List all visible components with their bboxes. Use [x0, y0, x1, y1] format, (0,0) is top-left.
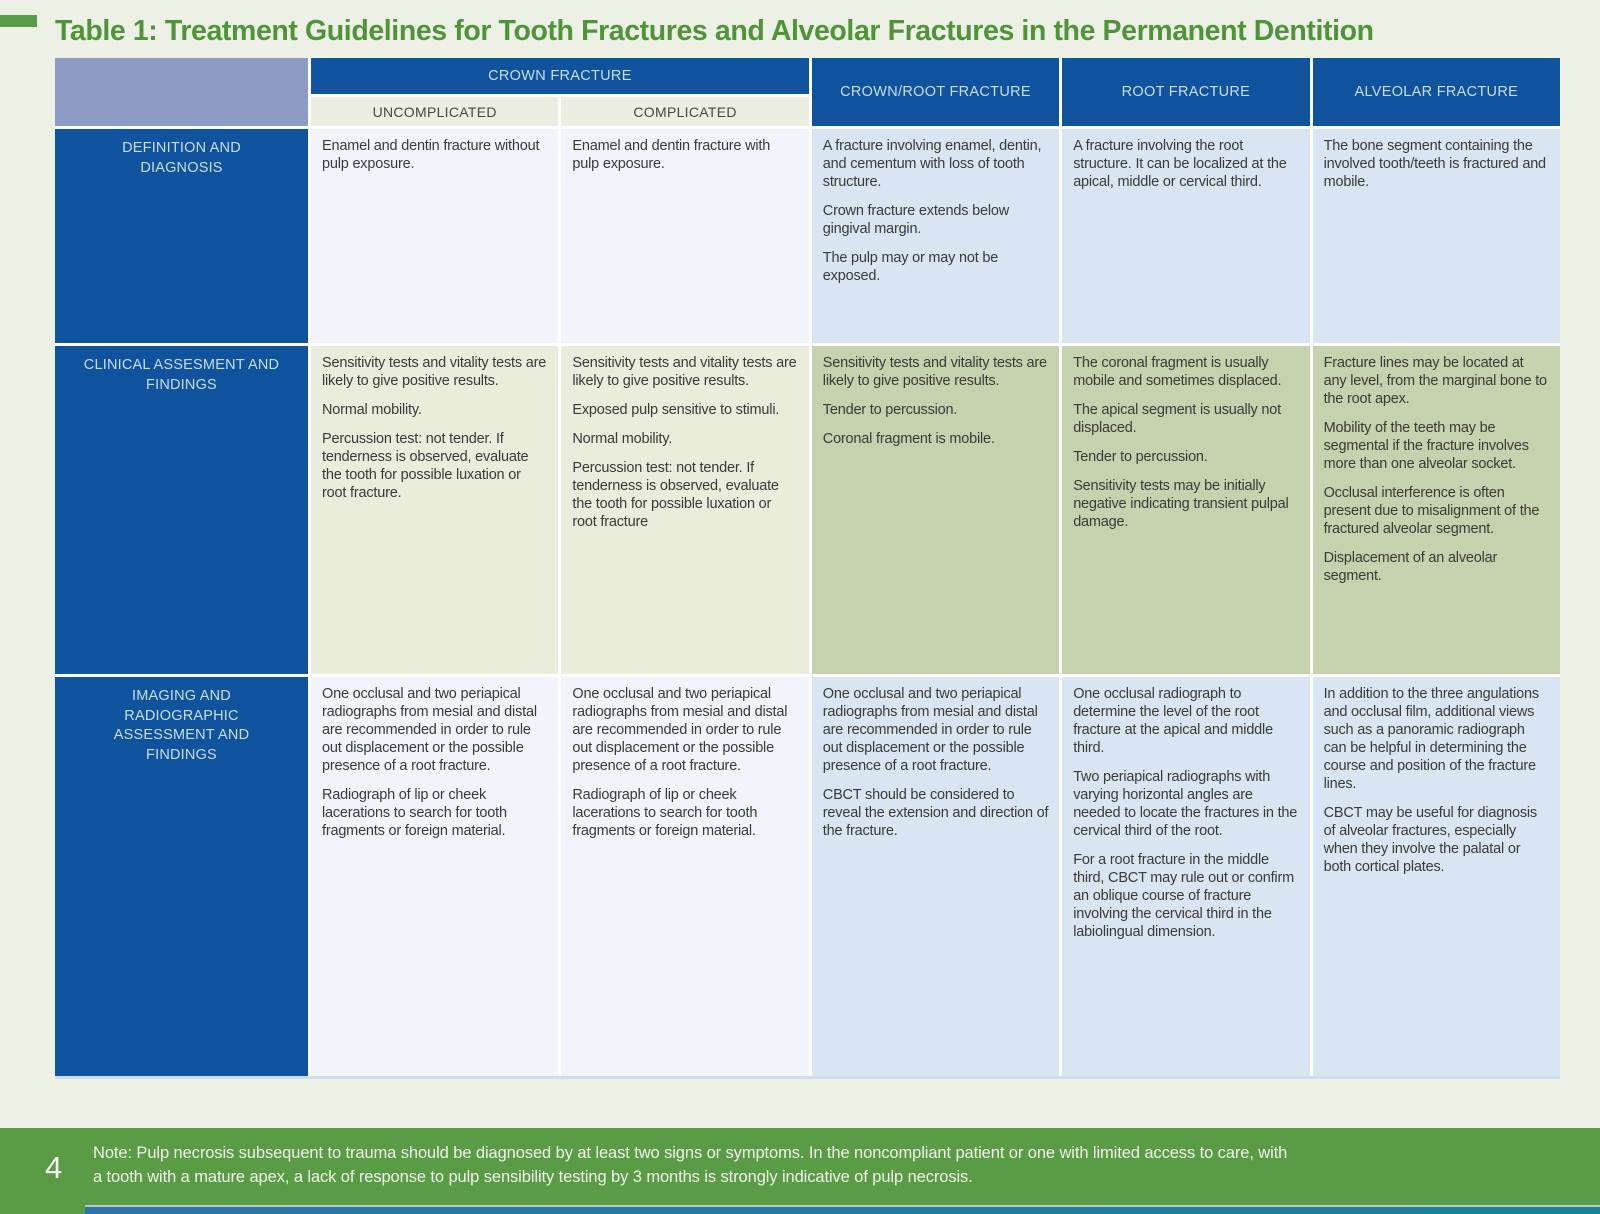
paragraph: One occlusal and two periapical radiogra…: [822, 686, 1038, 774]
paragraph: Sensitivity tests may be initially negat…: [1073, 477, 1289, 530]
paragraph: Mobility of the teeth may be segmental i…: [1323, 419, 1529, 472]
col-header-root-fracture: ROOT FRACTURE: [1062, 58, 1310, 126]
table-cell: The coronal fragment is usually mobile a…: [1062, 346, 1310, 674]
paragraph: Enamel and dentin fracture without pulp …: [322, 138, 540, 172]
paragraph: Crown fracture extends below gingival ma…: [822, 202, 1010, 237]
paragraph: The pulp may or may not be exposed.: [822, 249, 999, 284]
page-corner-mark: [0, 15, 37, 27]
table-cell: One occlusal radiograph to determine the…: [1062, 677, 1310, 1076]
paragraph: Displacement of an alveolar segment.: [1323, 549, 1498, 584]
paragraph: One occlusal and two periapical radiogra…: [322, 686, 537, 774]
paragraph: The coronal fragment is usually mobile a…: [1073, 355, 1282, 389]
page-number: 4: [45, 1150, 63, 1185]
paragraph: One occlusal and two periapical radiogra…: [572, 686, 788, 774]
row-label-definition-and-diagnosis: DEFINITION AND DIAGNOSIS: [55, 129, 308, 343]
paragraph: Sensitivity tests and vitality tests are…: [322, 355, 547, 389]
footer-note: Note: Pulp necrosis subsequent to trauma…: [93, 1144, 1288, 1186]
paragraph: CBCT may be useful for diagnosis of alve…: [1323, 804, 1538, 875]
table-cell: One occlusal and two periapical radiogra…: [311, 677, 559, 1076]
table-cell: Sensitivity tests and vitality tests are…: [811, 346, 1060, 674]
col-header-alveolar-fracture: ALVEOLAR FRACTURE: [1312, 58, 1560, 126]
col-header-complicated: COMPLICATED: [561, 97, 809, 126]
table-cell: One occlusal and two periapical radiogra…: [561, 677, 809, 1076]
table-corner-cell: [55, 58, 308, 126]
table-cell: Enamel and dentin fracture without pulp …: [311, 129, 559, 343]
paragraph: Coronal fragment is mobile.: [822, 430, 995, 447]
table-cell: Fracture lines may be located at any lev…: [1312, 346, 1560, 674]
paragraph: For a root fracture in the middle third,…: [1073, 851, 1294, 940]
row-label-text: IMAGING AND RADIOGRAPHIC ASSESSMENT AND …: [113, 688, 250, 763]
paragraph: Radiograph of lip or cheek lacerations t…: [322, 786, 507, 839]
table-cell: A fracture involving enamel, dentin, and…: [811, 129, 1060, 343]
paragraph: Radiograph of lip or cheek lacerations t…: [572, 786, 758, 839]
page-footer: 4 Note: Pulp necrosis subsequent to trau…: [0, 1128, 1600, 1214]
paragraph: Tender to percussion.: [1073, 448, 1208, 465]
paragraph: Enamel and dentin fracture with pulp exp…: [572, 138, 771, 172]
col-header-crown-root-fracture: CROWN/ROOT FRACTURE: [811, 58, 1060, 126]
row-label-text: CLINICAL ASSESMENT AND FINDINGS: [83, 357, 280, 393]
paragraph: Occlusal interference is often present d…: [1323, 484, 1540, 537]
paragraph: The bone segment containing the involved…: [1323, 138, 1547, 190]
table-cell: One occlusal and two periapical radiogra…: [811, 677, 1060, 1076]
table-cell: A fracture involving the root structure.…: [1062, 129, 1310, 343]
paragraph: CBCT should be considered to reveal the …: [822, 786, 1049, 839]
row-label-clinical-assesment-and-findings: CLINICAL ASSESMENT AND FINDINGS: [55, 346, 308, 674]
paragraph: Two periapical radiographs with varying …: [1073, 768, 1298, 839]
paragraph: Sensitivity tests and vitality tests are…: [572, 355, 797, 389]
footer-accent-strip: [85, 1205, 1600, 1214]
paragraph: Tender to percussion.: [822, 401, 958, 418]
paragraph: Normal mobility.: [572, 430, 673, 447]
table-cell: The bone segment containing the involved…: [1312, 129, 1560, 343]
paragraph: Normal mobility.: [322, 401, 422, 418]
paragraph: Percussion test: not tender. If tenderne…: [572, 459, 779, 530]
paragraph: Fracture lines may be located at any lev…: [1323, 355, 1548, 407]
row-label-text: DEFINITION AND DIAGNOSIS: [122, 140, 241, 176]
table-cell: Sensitivity tests and vitality tests are…: [561, 346, 809, 674]
table-cell: Sensitivity tests and vitality tests are…: [311, 346, 559, 674]
paragraph: A fracture involving enamel, dentin, and…: [822, 138, 1042, 190]
table-cell: In addition to the three angulations and…: [1312, 677, 1560, 1076]
col-header-crown-fracture: CROWN FRACTURE: [311, 58, 809, 94]
table-cell: Enamel and dentin fracture with pulp exp…: [561, 129, 809, 343]
paragraph: A fracture involving the root structure.…: [1073, 138, 1287, 190]
row-label-imaging-and-radiographic: IMAGING AND RADIOGRAPHIC ASSESSMENT AND …: [55, 677, 308, 1076]
paragraph: In addition to the three angulations and…: [1323, 686, 1540, 792]
paragraph: One occlusal radiograph to determine the…: [1073, 686, 1273, 756]
col-header-uncomplicated: UNCOMPLICATED: [311, 97, 559, 126]
treatment-guidelines-table: CROWN FRACTURE CROWN/ROOT FRACTURE ROOT …: [55, 58, 1560, 1079]
page-title: Table 1: Treatment Guidelines for Tooth …: [55, 15, 1374, 47]
paragraph: Percussion test: not tender. If tenderne…: [322, 430, 529, 501]
paragraph: Exposed pulp sensitive to stimuli.: [572, 401, 780, 418]
paragraph: The apical segment is usually not displa…: [1073, 401, 1281, 436]
paragraph: Sensitivity tests and vitality tests are…: [822, 355, 1047, 389]
